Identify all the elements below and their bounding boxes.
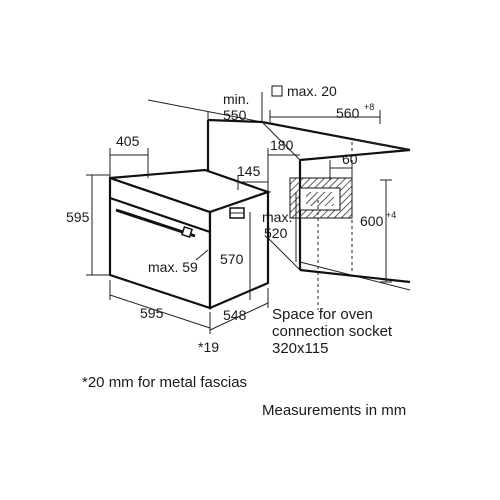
label-520: 520 (264, 225, 288, 241)
socket-note-line1: Space for oven (272, 306, 373, 323)
label-405: 405 (116, 133, 140, 149)
label-max-520: max. (262, 209, 292, 225)
label-560: 560 (336, 105, 360, 121)
label-min: min. (223, 91, 249, 107)
dimension-labels: min. 550 max. 20 560 +8 405 180 145 60 5… (66, 83, 396, 355)
units-note: Measurements in mm (262, 402, 406, 419)
label-60: 60 (342, 151, 358, 167)
label-595-width: 595 (140, 305, 164, 321)
label-max59: max. 59 (148, 259, 198, 275)
label-570: 570 (220, 251, 244, 267)
socket-note-line3: 320x115 (272, 340, 328, 357)
oven-body (108, 168, 272, 310)
dimension-lines (86, 85, 392, 334)
label-600: 600 (360, 213, 384, 229)
label-550: 550 (223, 107, 247, 123)
label-145: 145 (237, 163, 261, 179)
label-star19: *19 (198, 339, 219, 355)
socket-note-line2: connection socket (272, 323, 393, 340)
socket-area (289, 177, 353, 219)
label-max20: max. 20 (287, 83, 337, 99)
label-180: 180 (270, 137, 294, 153)
label-548: 548 (223, 307, 247, 323)
socket-note: Space for oven connection socket 320x115 (272, 306, 393, 357)
label-560-tolerance: +8 (364, 102, 374, 112)
label-600-tolerance: +4 (386, 210, 396, 220)
label-595-height: 595 (66, 209, 90, 225)
footnote-metal-fascias: *20 mm for metal fascias (82, 374, 247, 391)
